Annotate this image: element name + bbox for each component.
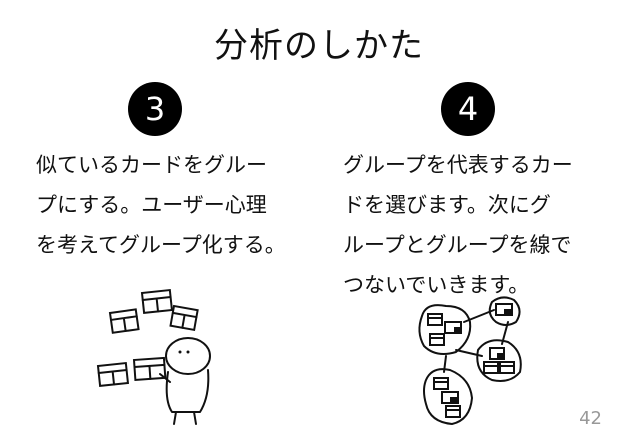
text-line: つないでいきます。 bbox=[343, 273, 530, 297]
card-icon bbox=[483, 361, 499, 374]
step-4-description: グループを代表するカー ドを選びます。次にグ ループとグループを線で つないでい… bbox=[343, 145, 573, 305]
text-line: 似ているカードをグルー bbox=[36, 153, 267, 177]
group-outline bbox=[476, 339, 522, 382]
card-icon bbox=[495, 303, 513, 316]
group-outline bbox=[423, 368, 473, 425]
group-outline bbox=[418, 304, 472, 355]
card-icon bbox=[427, 313, 443, 326]
slide-title: 分析のしかた bbox=[214, 26, 424, 66]
grouping-cards-illustration bbox=[96, 288, 211, 425]
card-icon bbox=[499, 361, 515, 374]
connected-groups-illustration bbox=[418, 296, 522, 425]
page-number: 42 bbox=[579, 408, 602, 429]
text-line: を考えてグループ化する。 bbox=[36, 233, 286, 257]
card-icon bbox=[108, 308, 140, 334]
text-line: グループを代表するカー bbox=[343, 153, 573, 177]
card-icon bbox=[169, 304, 199, 332]
text-line: ドを選びます。次にグ bbox=[343, 193, 551, 217]
card-icon bbox=[444, 321, 462, 334]
card-icon bbox=[96, 361, 130, 387]
text-line: ループとグループを線で bbox=[343, 233, 572, 257]
card-icon bbox=[140, 288, 174, 314]
card-icon bbox=[433, 377, 449, 390]
card-icon bbox=[429, 333, 445, 346]
step-number-badge: 3 bbox=[128, 82, 182, 136]
card-icon bbox=[445, 405, 461, 418]
step-3-description: 似ているカードをグルー プにする。ユーザー心理 を考えてグループ化する。 bbox=[36, 145, 286, 265]
step-number-badge: 4 bbox=[441, 82, 495, 136]
text-line: プにする。ユーザー心理 bbox=[36, 193, 267, 217]
card-icon bbox=[441, 391, 459, 404]
person-figure bbox=[159, 337, 211, 425]
group-outline bbox=[488, 296, 521, 326]
card-icon bbox=[132, 356, 167, 382]
card-icon bbox=[489, 347, 505, 360]
